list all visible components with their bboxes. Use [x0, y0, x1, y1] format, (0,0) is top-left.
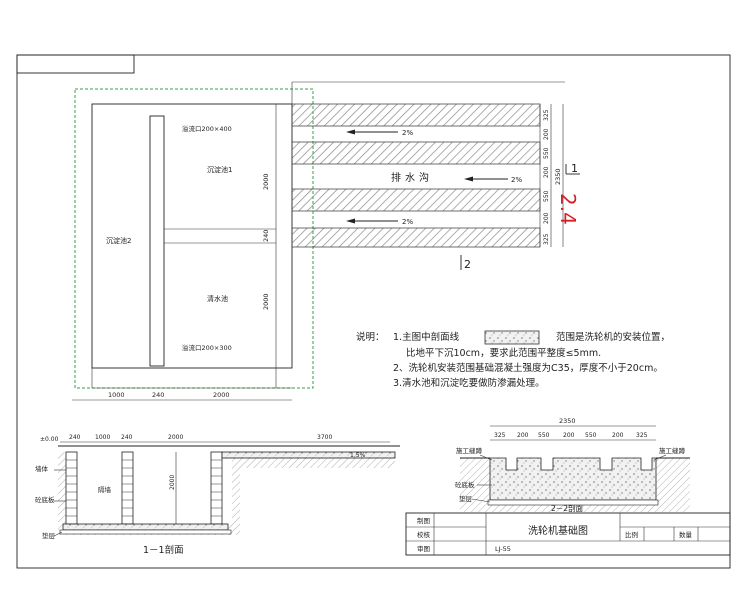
slope-middle: 2%: [511, 176, 522, 184]
hatched-strip-1: [291, 103, 541, 127]
s22-dim-550-a: 550: [538, 432, 550, 439]
section-mark-2: 2: [464, 258, 471, 271]
s22-dim-200-a: 200: [517, 432, 529, 439]
s11-slab-label: 砼底板: [35, 495, 55, 504]
right-dim-550-a: 550: [543, 147, 550, 159]
right-dim-550-b: 550: [543, 190, 550, 202]
s11-ground: ±0.00: [40, 436, 59, 443]
right-dim-200-a: 200: [543, 128, 550, 140]
title-block: 制图 校核 审图 洗轮机基础图 LJ-55 比例 数量: [405, 512, 731, 556]
s22-cushion-label: 垫层: [459, 494, 473, 503]
right-dim-200-b: 200: [543, 166, 550, 178]
overflow-port-top: 溢流口200×400: [182, 124, 232, 133]
tb-title: 洗轮机基础图: [528, 524, 588, 537]
dim-2000-upper: 2000: [262, 173, 270, 190]
section-2-2: 2350 325 200 550 200 550 200 325 施工缝蹲 施工…: [455, 417, 690, 513]
notes-line1b: 范围是洗轮机的安装位置，: [556, 331, 670, 343]
slope-lower: 2%: [402, 218, 413, 226]
tb-draw: 制图: [417, 516, 430, 525]
clear-water-tank-label: 清水池: [207, 294, 228, 303]
dim-2000-lower: 2000: [262, 293, 270, 310]
notes-line3: 2、洗轮机安装范围基础混凝土强度为C35，厚度不小于20cm。: [393, 362, 663, 374]
s11-wall-label: 墙体: [35, 464, 49, 473]
right-dim-200-c: 200: [543, 212, 550, 224]
s22-foundation: [489, 457, 657, 501]
s11-cushion-label: 垫层: [42, 531, 56, 540]
bottom-dim-1000: 1000: [108, 391, 125, 399]
s11-dim-1000: 1000: [95, 434, 110, 441]
drawing-frame: [16, 54, 731, 569]
tb-drawing-no: LJ-55: [495, 545, 511, 553]
s22-joint-left: 施工缝蹲: [456, 446, 483, 455]
notes-line2: 比地平下沉10cm，要求此范围平整度≤5mm.: [406, 347, 601, 359]
s11-slope: 1.5%: [350, 452, 366, 459]
bottom-dim-240: 240: [152, 391, 164, 399]
slope-upper: 2%: [402, 129, 413, 137]
s11-dim-3700: 3700: [317, 434, 332, 441]
s22-dim-200-c: 200: [612, 432, 624, 439]
drain-channels: 2% 排水沟 2% 2% 325 200 550 200 550 200 325…: [291, 81, 580, 271]
s11-ramp-slab: [221, 451, 396, 459]
s22-slab-label: 砼底板: [455, 480, 475, 489]
settling-tank-2-label: 沉淀池2: [106, 236, 131, 245]
s11-dim-240-a: 240: [69, 434, 81, 441]
hatched-strip-3: [291, 188, 541, 212]
notes-line1a: 1.主图中剖面线: [393, 331, 460, 343]
tb-review: 审图: [417, 544, 430, 553]
settling-tank-1-label: 沉淀池1: [207, 165, 232, 174]
s22-dim-550-b: 550: [585, 432, 597, 439]
s11-left-wall: [65, 451, 78, 525]
s22-dim-325-a: 325: [494, 432, 506, 439]
notes-line4: 3.清水池和沉淀吃要做防渗漏处理。: [393, 377, 545, 389]
hatched-strip-4: [291, 227, 541, 248]
section-hatch-sample: [484, 330, 540, 345]
notes-label: 说明：: [356, 331, 385, 343]
tb-quantity: 数量: [679, 530, 693, 539]
s11-dim-2000: 2000: [168, 434, 183, 441]
dim-240-mid: 240: [262, 230, 270, 242]
hatched-strip-2: [291, 141, 541, 165]
s22-cushion: [487, 499, 659, 506]
s11-dim-240-b: 240: [121, 434, 133, 441]
s22-title: 2－2剖面: [551, 503, 584, 513]
s22-dim-325-b: 325: [636, 432, 648, 439]
plan-view: 溢流口200×400 沉淀池1 沉淀池2 清水池 溢流口200×300 2000…: [72, 88, 314, 401]
frame-corner-tab: [16, 54, 135, 74]
drain-ditch-label: 排水沟: [391, 171, 433, 184]
section-1-1: 240 1000 240 2000 3700 ±0.00 1.5% 2000 隔…: [35, 434, 400, 556]
s11-right-wall: [210, 451, 223, 525]
s22-total: 2350: [559, 417, 576, 425]
plan-wall-strip: [149, 115, 165, 367]
right-dim-total: 2350: [554, 168, 562, 185]
overflow-port-bottom: 溢流口200×300: [182, 343, 232, 352]
s11-depth: 2000: [169, 475, 176, 490]
notes: 说明： 1.主图中剖面线 范围是洗轮机的安装位置， 比地平下沉10cm，要求此范…: [356, 330, 670, 389]
s22-joint-right: 施工缝蹲: [659, 446, 686, 455]
s22-dim-200-b: 200: [563, 432, 575, 439]
s11-partition-wall: [121, 451, 134, 525]
tb-check: 校核: [417, 530, 431, 539]
s11-partition-label: 隔墙: [98, 485, 112, 494]
red-annotation: 2.4: [556, 193, 580, 225]
s11-cushion: [59, 529, 232, 535]
s11-base-slab: [62, 523, 229, 531]
bottom-dim-2000: 2000: [213, 391, 230, 399]
right-dim-325-top: 325: [543, 109, 550, 121]
right-dim-325-bottom: 325: [543, 233, 550, 245]
tb-scale: 比例: [625, 530, 638, 539]
s11-title: 1－1剖面: [143, 544, 184, 556]
section-mark-1: 1: [571, 162, 578, 175]
